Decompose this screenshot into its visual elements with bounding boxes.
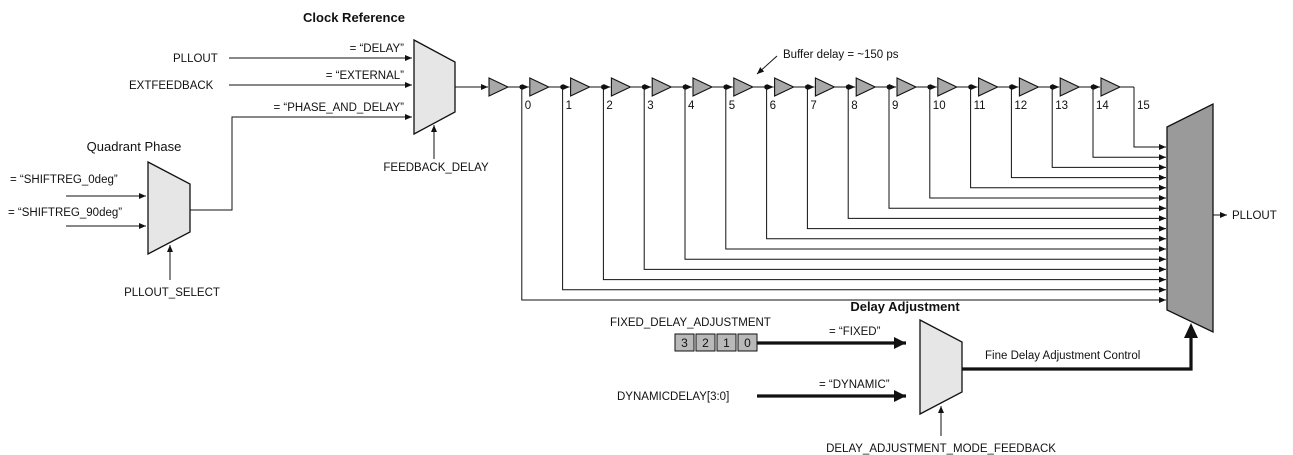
tap-10-label: 10: [933, 100, 946, 112]
tap-11-label: 11: [974, 100, 986, 112]
tap-9-label: 9: [892, 100, 898, 112]
bit-1-label: 1: [723, 336, 730, 350]
delay-value-label: = “DELAY”: [350, 43, 405, 55]
quadrant-phase-title: Quadrant Phase: [87, 139, 182, 154]
fine-delay-control-label: Fine Delay Adjustment Control: [985, 350, 1140, 362]
dynamicdelay-label: DYNAMICDELAY[3:0]: [617, 391, 729, 403]
delay-buffer-6: [733, 77, 755, 97]
tap-10-wire: [929, 87, 1166, 201]
delay-buffer-15: [1100, 77, 1122, 97]
clock-reference-title: Clock Reference: [303, 10, 405, 25]
feedback-delay-label: FEEDBACK_DELAY: [383, 162, 489, 174]
buffer-delay-label: Buffer delay = ~150 ps: [783, 49, 899, 61]
tap-3-label: 3: [647, 100, 653, 112]
bit-2-label: 2: [702, 336, 709, 350]
tap-6-label: 6: [770, 100, 776, 112]
bit-0-label: 0: [744, 336, 751, 350]
delay-adjustment-title: Delay Adjustment: [850, 299, 960, 314]
quadrant-phase-mux: [147, 160, 191, 256]
tap-3-wire: [643, 87, 1166, 273]
fine-delay-bus: [962, 336, 1193, 371]
delay-buffer-3: [610, 77, 632, 97]
tap-1-label: 1: [566, 100, 572, 112]
delay-buffer-2: [570, 77, 591, 97]
delay-buffer-13: [1018, 77, 1040, 97]
delay-buffer-14: [1059, 77, 1081, 97]
delay-buffer-11: [937, 77, 959, 97]
tap-12-wire: [1010, 87, 1166, 181]
bit-1-box: [716, 333, 737, 352]
buffer-delay-chain: [488, 77, 1122, 97]
fixed-value-label: = “FIXED”: [829, 326, 881, 338]
tap-8-label: 8: [851, 100, 857, 112]
tap-14-label: 14: [1096, 100, 1109, 112]
bit-3-box: [674, 333, 695, 352]
phase-and-delay-wire: [190, 114, 412, 211]
delay-buffer-7: [774, 77, 795, 97]
tap-0-wire: [521, 87, 1166, 303]
tap-7-wire: [806, 87, 1166, 232]
tap-5-wire: [725, 87, 1166, 252]
fine-delay-arrowhead: [1184, 323, 1198, 338]
tap-11-wire: [970, 87, 1166, 191]
delay-buffer-5: [692, 77, 714, 97]
buffer-delay-pointer: [756, 55, 778, 75]
tap-13-wire: [1051, 87, 1166, 171]
tap-4-wire: [684, 87, 1166, 263]
dynamic-value-label: = “DYNAMIC”: [819, 379, 890, 391]
bit-2-box: [695, 333, 716, 352]
tap-4-label: 4: [688, 100, 695, 112]
pllout-input-label: PLLOUT: [173, 53, 218, 65]
fixed-delay-adjustment-label: FIXED_DELAY_ADJUSTMENT: [610, 317, 771, 329]
delay-buffer-9: [855, 77, 877, 97]
output-mux: [1166, 102, 1214, 334]
tap-2-wire: [602, 87, 1166, 283]
tap-7-label: 7: [810, 100, 816, 112]
extfeedback-input-label: EXTFEEDBACK: [129, 80, 214, 92]
delay-adjustment-mode-label: DELAY_ADJUSTMENT_MODE_FEEDBACK: [826, 443, 1056, 455]
delay-adjustment-mux: [919, 318, 963, 416]
tap-13-label: 13: [1055, 100, 1068, 112]
tap-15-label: 15: [1137, 100, 1150, 112]
tap-15-wire: [1133, 87, 1166, 150]
tap-5-label: 5: [729, 100, 735, 112]
pllout-select-label: PLLOUT_SELECT: [124, 287, 220, 299]
fixed-delay-bits: 3 2 1 0: [674, 333, 758, 352]
delay-buffer-10: [896, 77, 918, 97]
shiftreg-90deg-label: = “SHIFTREG_90deg”: [8, 207, 122, 219]
shiftreg-0deg-label: = “SHIFTREG_0deg”: [10, 174, 118, 186]
phase-and-delay-value-label: = “PHASE_AND_DELAY”: [274, 102, 405, 114]
delay-buffer-4: [651, 77, 673, 97]
pllout-output-label: PLLOUT: [1232, 210, 1277, 222]
tap-8-wire: [847, 87, 1166, 222]
tap-9-wire: [888, 87, 1166, 212]
tap-1-wire: [562, 87, 1166, 293]
delay-buffer-0: [488, 77, 510, 97]
delay-buffer-8: [814, 77, 836, 97]
delay-buffer-12: [978, 77, 999, 97]
external-value-label: = “EXTERNAL”: [326, 70, 404, 82]
tap-12-label: 12: [1014, 100, 1027, 112]
tap-14-wire: [1092, 87, 1166, 161]
delay-buffer-1: [529, 77, 551, 97]
bit-3-label: 3: [681, 336, 688, 350]
clock-reference-mux: [413, 38, 456, 136]
tap-2-label: 2: [606, 100, 612, 112]
tap-6-wire: [766, 87, 1166, 242]
tap-0-label: 0: [525, 100, 531, 112]
